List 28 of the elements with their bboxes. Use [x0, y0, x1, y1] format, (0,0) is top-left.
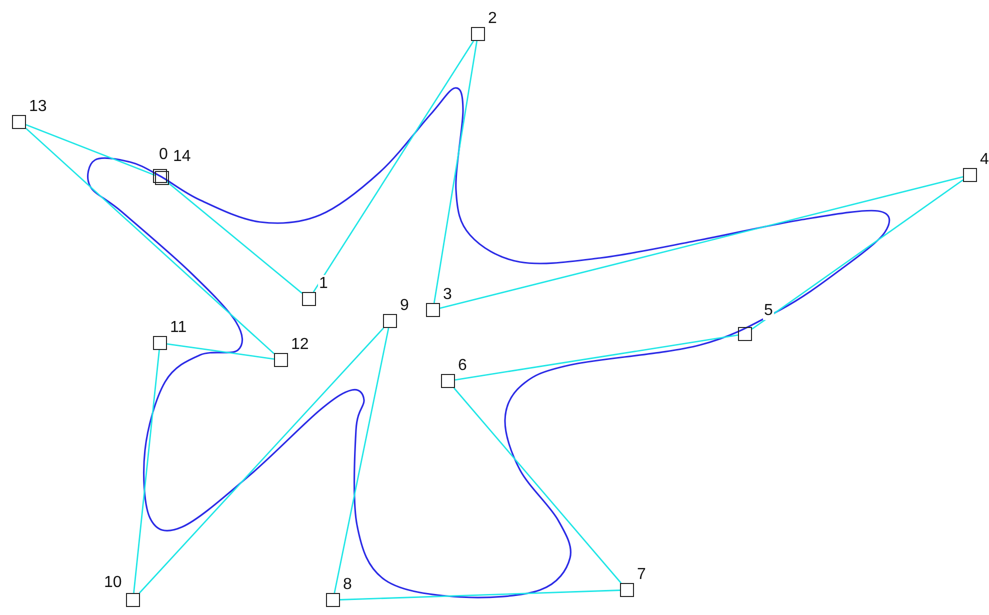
control-polygon-line: [433, 40, 478, 304]
control-polygon-line: [453, 388, 622, 584]
control-polygon-line: [312, 40, 474, 292]
control-polygon-line: [454, 334, 738, 381]
control-point-marker: [471, 27, 485, 41]
control-polygon-line: [440, 176, 964, 309]
control-polygon-line: [752, 179, 964, 330]
control-point-marker: [153, 336, 167, 350]
point-number: 5: [763, 302, 774, 320]
control-point-marker: [12, 115, 26, 129]
control-polygon-line: [133, 350, 160, 594]
control-polygon-line: [340, 590, 620, 600]
control-point-marker: [963, 168, 977, 182]
control-point-marker: [326, 593, 340, 607]
control-point-marker: [274, 353, 288, 367]
control-polygon-line: [166, 343, 274, 360]
control-point-marker: [441, 374, 455, 388]
control-point-marker: [620, 583, 634, 597]
control-point-marker: [126, 593, 140, 607]
control-polygon-line: [334, 328, 390, 594]
control-polygon-line: [166, 181, 302, 294]
control-point-marker: [426, 303, 440, 317]
control-polygon-line: [26, 124, 156, 176]
control-polygon-line: [26, 128, 274, 354]
control-point-marker: [302, 292, 316, 306]
control-polygon-line: [138, 328, 384, 594]
control-point-marker: [383, 314, 397, 328]
control-point-marker: [738, 327, 752, 341]
